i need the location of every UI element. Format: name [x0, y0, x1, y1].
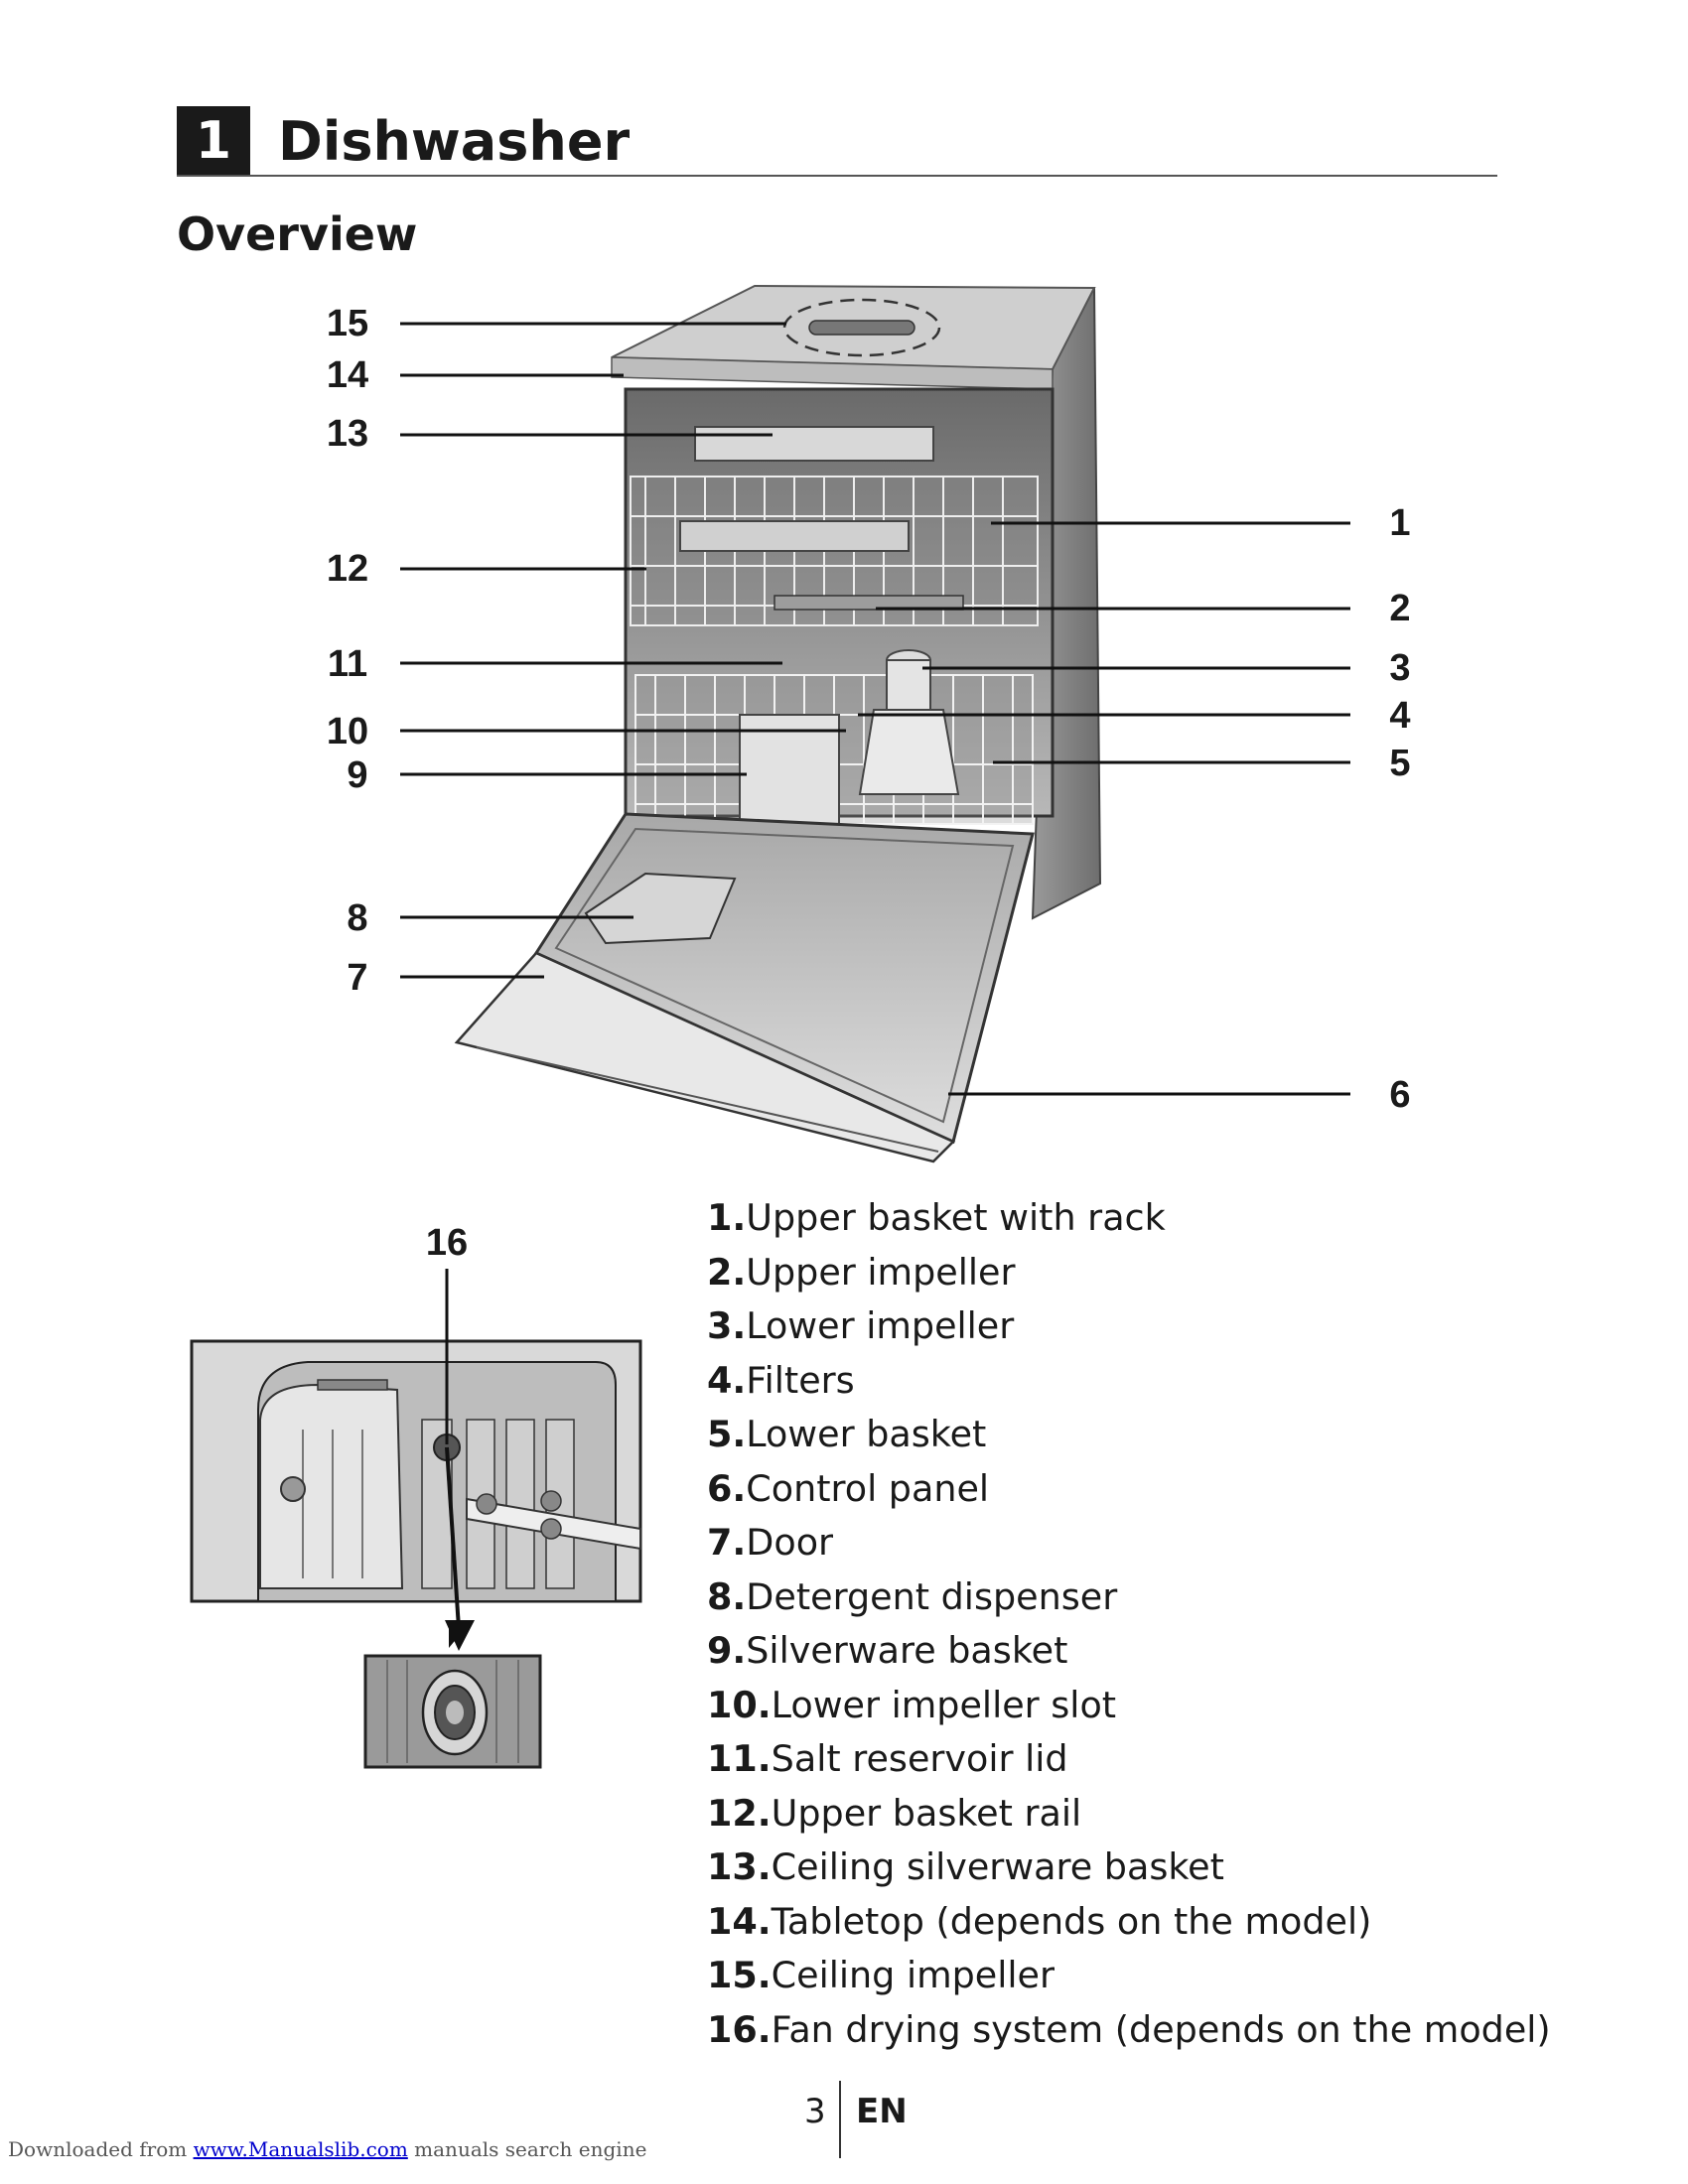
list-item: 14.Tabletop (depends on the model) — [707, 1895, 1660, 1950]
callout-10: 10 — [327, 711, 368, 752]
callout-14: 14 — [327, 354, 368, 396]
callout-3: 3 — [1389, 647, 1410, 689]
manualslib-link[interactable]: www.Manualslib.com — [194, 2137, 408, 2161]
list-item: 13.Ceiling silverware basket — [707, 1841, 1660, 1895]
callout-2: 2 — [1389, 588, 1410, 629]
list-item: 5.Lower basket — [707, 1408, 1660, 1462]
callout-9: 9 — [347, 754, 367, 796]
list-item: 12.Upper basket rail — [707, 1787, 1660, 1842]
callout-13: 13 — [327, 413, 368, 455]
dishwasher-illustration — [457, 286, 1100, 1161]
callout-16: 16 — [426, 1222, 468, 1264]
list-item: 3.Lower impeller — [707, 1299, 1660, 1354]
list-item: 9.Silverware basket — [707, 1624, 1660, 1679]
fan-drying-inset: 16 — [0, 1191, 695, 1787]
list-item: 10.Lower impeller slot — [707, 1679, 1660, 1733]
callout-6: 6 — [1389, 1074, 1410, 1116]
callout-12: 12 — [327, 548, 368, 590]
callout-4: 4 — [1389, 695, 1410, 737]
dishwasher-diagram: 15 14 13 12 11 10 9 8 7 1 2 3 4 5 6 — [0, 0, 1688, 1191]
list-item: 4.Filters — [707, 1354, 1660, 1409]
list-item: 15.Ceiling impeller — [707, 1949, 1660, 2003]
list-item: 16.Fan drying system (depends on the mod… — [707, 2003, 1660, 2058]
callout-15: 15 — [327, 303, 368, 344]
left-callouts: 15 14 13 12 11 10 9 8 7 — [327, 303, 368, 999]
right-callouts: 1 2 3 4 5 6 — [1389, 502, 1410, 1116]
callout-5: 5 — [1389, 743, 1410, 784]
list-item: 1.Upper basket with rack — [707, 1191, 1660, 1246]
callout-11: 11 — [328, 643, 367, 685]
list-item: 8.Detergent dispenser — [707, 1570, 1660, 1625]
callout-7: 7 — [347, 957, 367, 999]
page-number: 3 — [804, 2089, 826, 2134]
list-item: 7.Door — [707, 1516, 1660, 1570]
page-language: EN — [856, 2089, 908, 2134]
list-item: 2.Upper impeller — [707, 1246, 1660, 1300]
fan-detail — [365, 1656, 540, 1767]
parts-list: 1.Upper basket with rack 2.Upper impelle… — [707, 1191, 1660, 2057]
inset-illustration — [192, 1341, 640, 1601]
list-item: 11.Salt reservoir lid — [707, 1732, 1660, 1787]
footer-divider — [839, 2081, 841, 2158]
list-item: 6.Control panel — [707, 1462, 1660, 1517]
callout-1: 1 — [1389, 502, 1410, 544]
download-notice: Downloaded from www.Manualslib.com manua… — [8, 2134, 646, 2164]
callout-8: 8 — [347, 897, 367, 939]
